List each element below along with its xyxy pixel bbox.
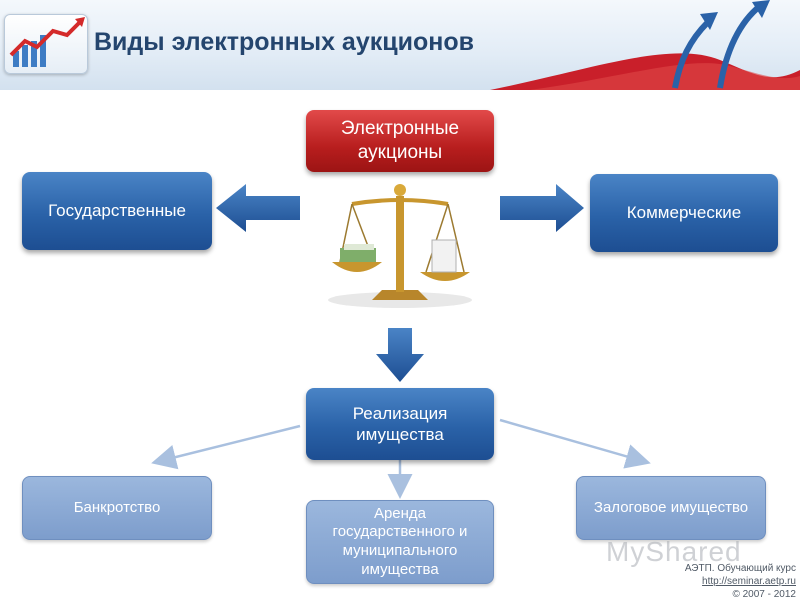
node-state: Государственные	[22, 172, 212, 250]
connector-bankruptcy	[151, 424, 301, 470]
connector-pledged	[499, 418, 651, 469]
footer-link[interactable]: http://seminar.aetp.ru	[702, 576, 796, 587]
arrow-down	[376, 328, 424, 382]
footer: АЭТП. Обучающий курс http://seminar.aetp…	[685, 562, 796, 601]
footer-copyright: © 2007 - 2012	[732, 589, 796, 600]
watermark: MyShared	[606, 536, 742, 567]
node-property-sale-label: Реализация имущества	[352, 403, 448, 444]
header-banner: Виды электронных аукционов	[0, 0, 800, 90]
chart-logo-icon	[4, 14, 88, 74]
scales-icon	[328, 184, 472, 308]
node-commercial: Коммерческие	[590, 174, 778, 252]
arrow-left	[216, 184, 300, 232]
node-commercial-label: Коммерческие	[626, 203, 742, 223]
node-lease: Аренда государственного и муниципального…	[306, 500, 494, 584]
node-bankruptcy-label: Банкротство	[73, 498, 161, 516]
node-property-sale: Реализация имущества	[306, 388, 494, 460]
node-pledged: Залоговое имущество	[576, 476, 766, 540]
swoosh-arrow-icon	[490, 0, 800, 90]
node-electronic-auctions-label: Электронные аукционы	[340, 118, 460, 163]
node-lease-label: Аренда государственного и муниципального…	[332, 504, 468, 578]
footer-course: АЭТП. Обучающий курс	[684, 563, 796, 574]
node-electronic-auctions: Электронные аукционы	[306, 110, 494, 172]
node-state-label: Государственные	[48, 201, 186, 221]
arrow-right	[500, 184, 584, 232]
node-bankruptcy: Банкротство	[22, 476, 212, 540]
page-title: Виды электронных аукционов	[94, 28, 474, 56]
node-pledged-label: Залоговое имущество	[593, 498, 749, 516]
